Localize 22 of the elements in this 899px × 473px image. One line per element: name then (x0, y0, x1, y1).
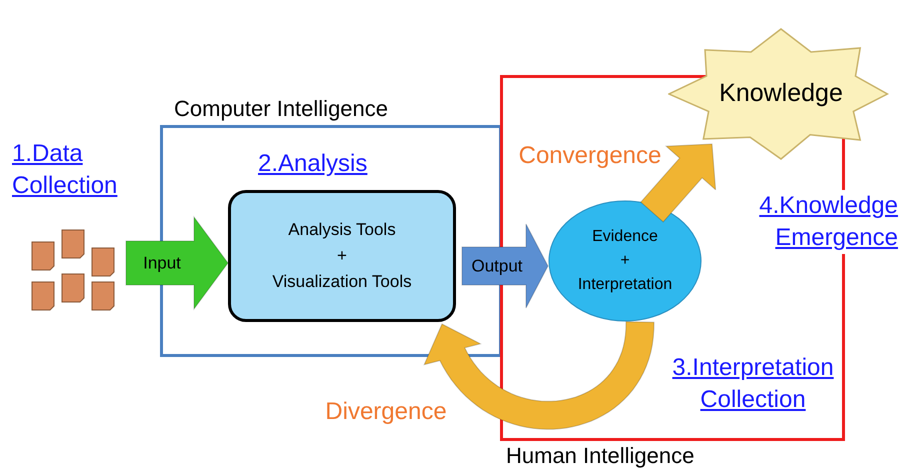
ellipse-text: Interpretation (578, 275, 672, 295)
block-arrow (462, 224, 549, 308)
step-link: 3.Interpretation Collection (671, 353, 835, 415)
ellipse-text: + (620, 251, 630, 271)
box-text: Analysis Tools (288, 219, 396, 241)
block-arrow (423, 321, 654, 430)
group-heading: Human Intelligence (506, 442, 694, 470)
box-text: Visualization Tools (272, 271, 412, 293)
edge-label: Output (471, 258, 523, 274)
starburst-text: Knowledge (719, 78, 843, 110)
edge-label: Input (143, 254, 181, 272)
group-heading: Computer Intelligence (174, 95, 388, 123)
step-link: 1.Data Collection (12, 139, 118, 201)
step-link: 4.Knowledge Emergence (712, 190, 898, 254)
process-box (228, 190, 456, 322)
block-arrow (126, 215, 229, 311)
block-arrow (640, 143, 716, 223)
edge-label: Convergence (518, 144, 662, 168)
box-text: + (337, 245, 347, 267)
step-link: 2.Analysis (258, 149, 368, 179)
edge-label: Divergence (325, 400, 447, 424)
ellipse-text: Evidence (592, 227, 658, 247)
